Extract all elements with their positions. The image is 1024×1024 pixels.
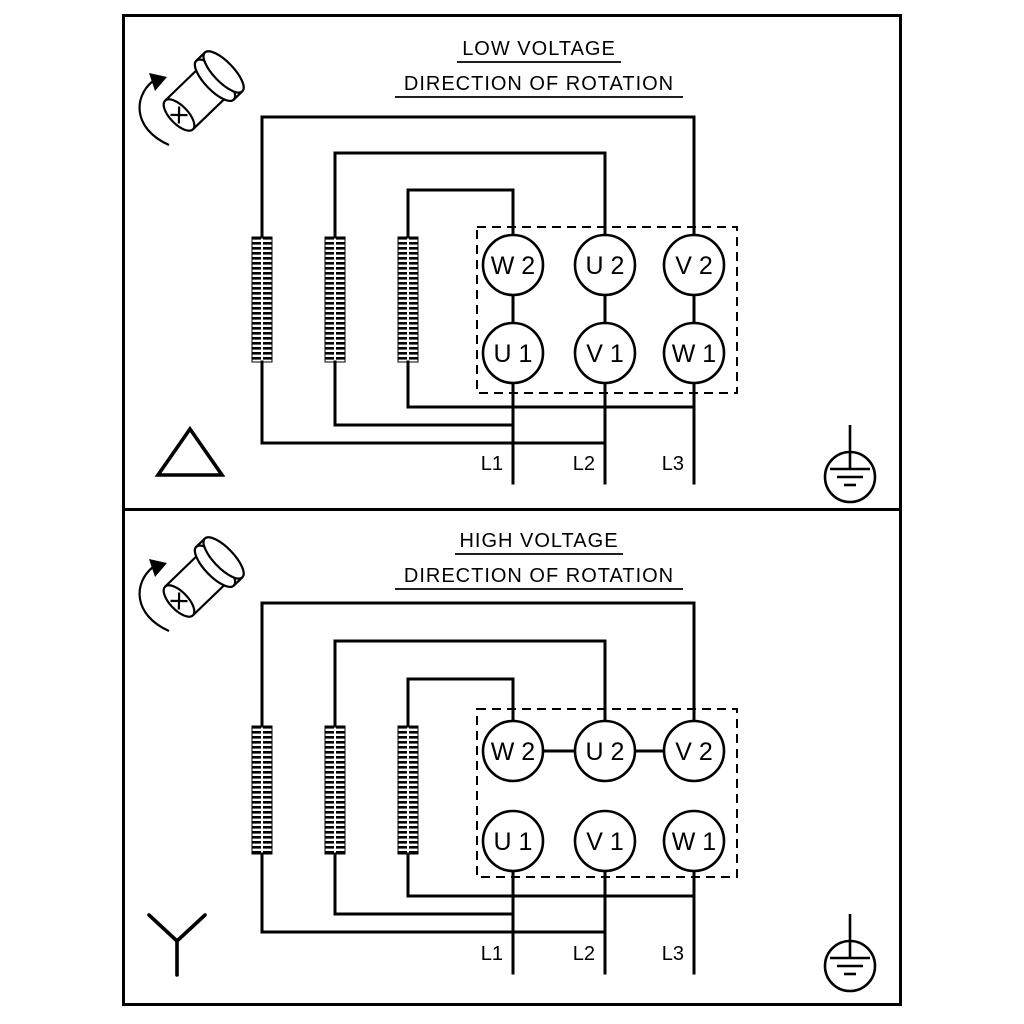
lead-l1-label: L1 <box>481 453 503 475</box>
lead-l2-label: L2 <box>573 943 595 965</box>
panel-subtitle: DIRECTION OF ROTATION <box>404 73 674 95</box>
low-voltage-diagram: LOW VOLTAGE DIRECTION OF ROTATION <box>138 38 877 504</box>
panel-title: HIGH VOLTAGE <box>459 530 618 552</box>
terminal-u2-label: U 2 <box>586 252 625 280</box>
rotation-arrow-head <box>149 559 167 577</box>
terminal-w1: W 1 <box>662 809 726 873</box>
diagram-frame: LOW VOLTAGE DIRECTION OF ROTATION <box>122 14 902 1006</box>
terminal-v1: V 1 <box>573 809 637 873</box>
lead-l3-label: L3 <box>662 453 684 475</box>
terminal-w2: W 2 <box>481 233 545 297</box>
terminal-w2: W 2 <box>481 719 545 783</box>
delta-symbol <box>154 425 226 477</box>
terminal-w2-label: W 2 <box>491 738 535 766</box>
wire-coil3-to-w1-lead <box>406 360 696 409</box>
wire-coil2-to-u1-lead <box>333 852 515 916</box>
wire-coil2-to-u2 <box>333 639 607 728</box>
wiring <box>260 601 696 975</box>
terminal-u2: U 2 <box>573 233 637 297</box>
terminal-u1-label: U 1 <box>494 828 533 856</box>
wire-coil2-to-u2 <box>333 151 607 239</box>
terminal-v1-label: V 1 <box>586 828 624 856</box>
motor-shaft-rotation-arrow-icon <box>138 536 245 633</box>
wire-coil3-to-w2 <box>406 677 515 728</box>
wire-coil2-to-u1-lead <box>333 360 515 427</box>
winding-coils <box>251 725 419 855</box>
lead-l1-label: L1 <box>481 943 503 965</box>
rotation-arrow-arc <box>138 80 170 147</box>
terminal-w1-label: W 1 <box>672 828 716 856</box>
lead-l3-label: L3 <box>662 943 684 965</box>
motor-shaft-rotation-arrow-icon <box>138 50 245 147</box>
rotation-arrow-arc <box>138 566 170 633</box>
terminal-u2: U 2 <box>573 719 637 783</box>
star-symbol <box>147 913 207 977</box>
terminal-w1: W 1 <box>662 321 726 385</box>
wire-coil3-to-w2 <box>406 188 515 239</box>
wire-coil3-to-w1-lead <box>406 852 696 898</box>
wire-coil1-to-v1-lead <box>260 852 607 934</box>
panel-high-voltage: HIGH VOLTAGE DIRECTION OF ROTATION <box>125 511 899 1003</box>
terminal-board-outline <box>476 226 738 394</box>
rotation-arrow-head <box>149 73 167 91</box>
wire-coil1-to-v1-lead <box>260 360 607 445</box>
lead-l2-label: L2 <box>573 453 595 475</box>
terminal-board-outline <box>476 708 738 878</box>
wire-coil1-to-v2 <box>260 115 696 239</box>
earth-ground-icon <box>823 425 877 504</box>
terminal-v1: V 1 <box>573 321 637 385</box>
winding-coils <box>251 236 419 363</box>
terminal-v1-label: V 1 <box>586 340 624 368</box>
terminal-w2-label: W 2 <box>491 252 535 280</box>
terminal-u1-label: U 1 <box>494 340 533 368</box>
panel-subtitle: DIRECTION OF ROTATION <box>404 565 674 587</box>
terminal-u2-label: U 2 <box>586 738 625 766</box>
terminal-v2: V 2 <box>662 233 726 297</box>
earth-ground-icon <box>823 914 877 993</box>
terminal-v2-label: V 2 <box>675 252 713 280</box>
terminal-u1: U 1 <box>481 809 545 873</box>
terminal-w1-label: W 1 <box>672 340 716 368</box>
wiring <box>260 115 696 485</box>
panel-title: LOW VOLTAGE <box>462 38 616 60</box>
terminal-u1: U 1 <box>481 321 545 385</box>
panel-low-voltage: LOW VOLTAGE DIRECTION OF ROTATION <box>125 17 899 511</box>
wire-coil1-to-v2 <box>260 601 696 728</box>
terminal-v2: V 2 <box>662 719 726 783</box>
terminal-v2-label: V 2 <box>675 738 713 766</box>
high-voltage-diagram: HIGH VOLTAGE DIRECTION OF ROTATION <box>138 530 877 993</box>
